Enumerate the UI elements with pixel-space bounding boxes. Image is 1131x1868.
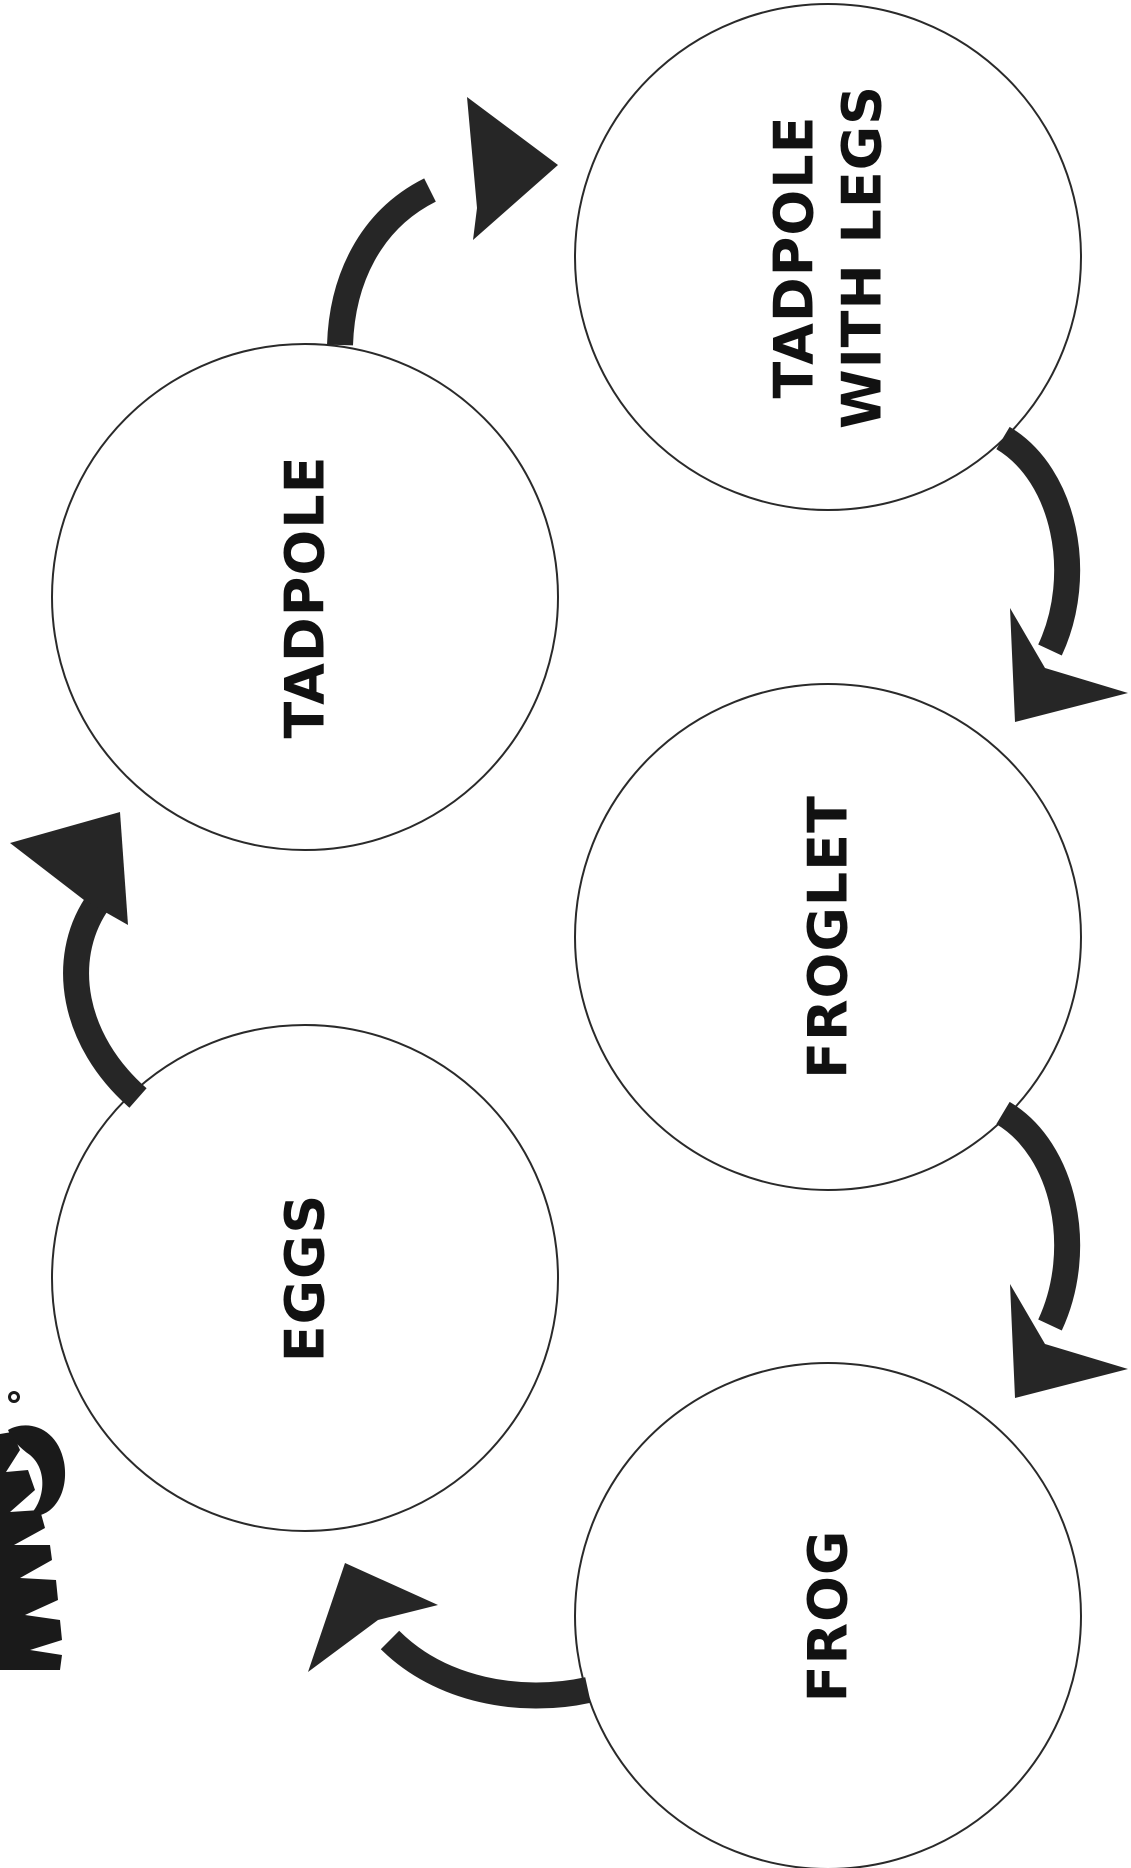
- stage-label-tadpole: TADPOLE: [274, 455, 337, 738]
- arrow-frog-to-eggs: [308, 1563, 591, 1709]
- arrow-head: [1010, 608, 1128, 722]
- arrow-eggs-to-tadpole: [10, 812, 147, 1108]
- stage-circle-tadpole-with-legs: [574, 3, 1082, 511]
- stage-label-froglet: FROGLET: [797, 795, 860, 1079]
- stage-label-eggs: EGGS: [274, 1194, 337, 1362]
- arrow-shaft: [380, 1630, 591, 1709]
- arrow-shaft: [995, 426, 1081, 656]
- brand-logo-icon: [0, 1391, 66, 1670]
- arrow-head: [467, 97, 558, 240]
- logo-splatter: [8, 1425, 66, 1516]
- stage-circle-tadpole: [51, 343, 559, 851]
- arrow-shaft: [327, 178, 437, 346]
- stage-label-tadpole-with-legs-line1: TADPOLE: [763, 115, 826, 398]
- arrow-tadpole-to-tadpole-with-legs: [327, 97, 558, 346]
- stage-circle-eggs: [51, 1024, 559, 1532]
- stage-circle-froglet: [574, 683, 1082, 1191]
- stage-circle-frog: [574, 1362, 1082, 1868]
- arrow-head: [1010, 1284, 1128, 1398]
- arrow-head: [308, 1563, 438, 1672]
- arrow-head: [10, 812, 128, 925]
- stage-label-tadpole-with-legs-line2: WITH LEGS: [831, 85, 894, 429]
- arrow-shaft: [63, 897, 147, 1108]
- stage-label-frog: FROG: [797, 1530, 860, 1703]
- stage-label-tadpole-with-legs: TADPOLE WITH LEGS: [763, 85, 894, 429]
- arrow-froglet-to-frog: [995, 1101, 1128, 1398]
- arrow-shaft: [995, 1101, 1081, 1331]
- arrow-tadpole-with-legs-to-froglet: [995, 426, 1128, 722]
- logo-registered-mark-inner: [11, 1394, 17, 1400]
- logo-letters: [0, 1432, 62, 1670]
